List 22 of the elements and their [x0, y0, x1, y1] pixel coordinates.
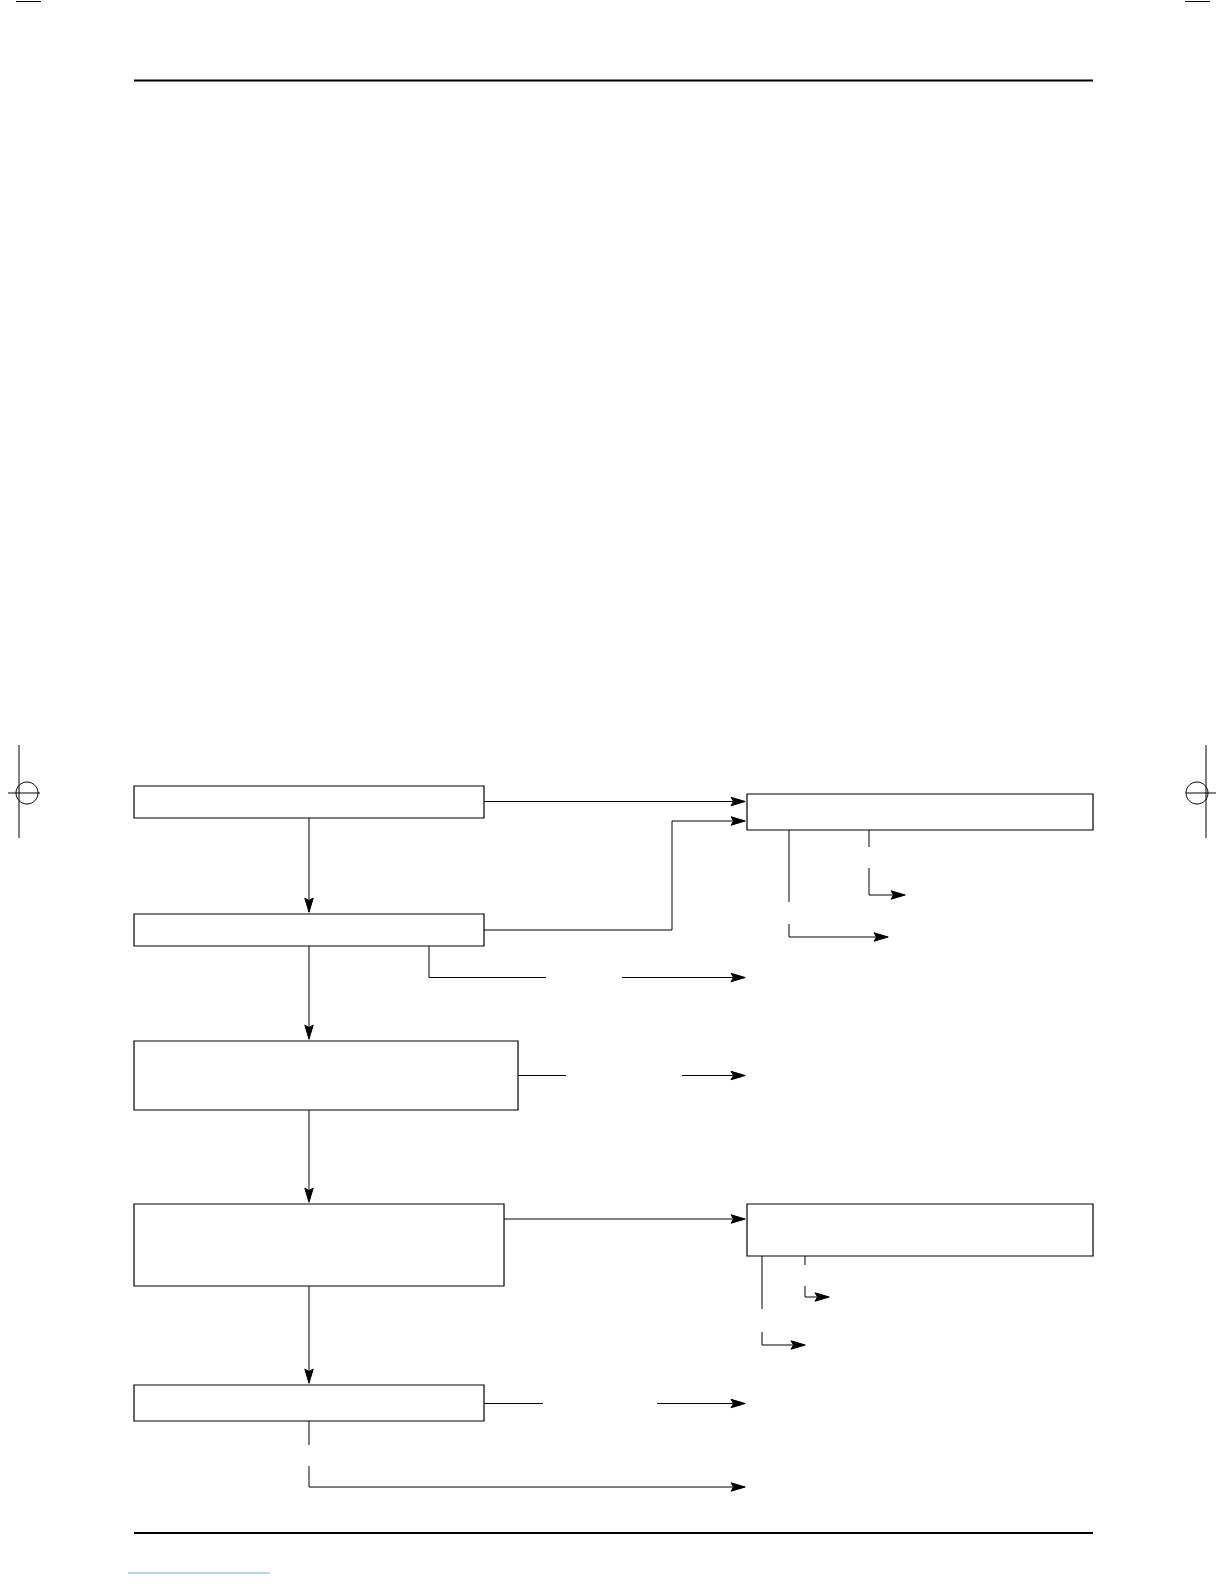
arrow [868, 829, 906, 900]
arrow [304, 1109, 314, 1203]
arrow [483, 796, 746, 807]
process-box [133, 785, 485, 819]
arrow [304, 1285, 314, 1384]
process-box [746, 1203, 1094, 1257]
arrow [304, 945, 314, 1040]
arrow [503, 1214, 746, 1224]
process-box [133, 1384, 485, 1422]
arrow [804, 1255, 830, 1302]
process-box [746, 793, 1094, 831]
arrow [483, 1398, 746, 1409]
arrow [517, 1070, 746, 1081]
arrow [308, 1420, 746, 1492]
arrow [788, 829, 889, 942]
process-box [133, 1040, 519, 1111]
arrow [483, 816, 746, 931]
arrow [428, 945, 746, 983]
process-box [133, 913, 485, 947]
arrow [304, 817, 314, 913]
process-box [133, 1203, 505, 1287]
arrow [761, 1255, 806, 1350]
